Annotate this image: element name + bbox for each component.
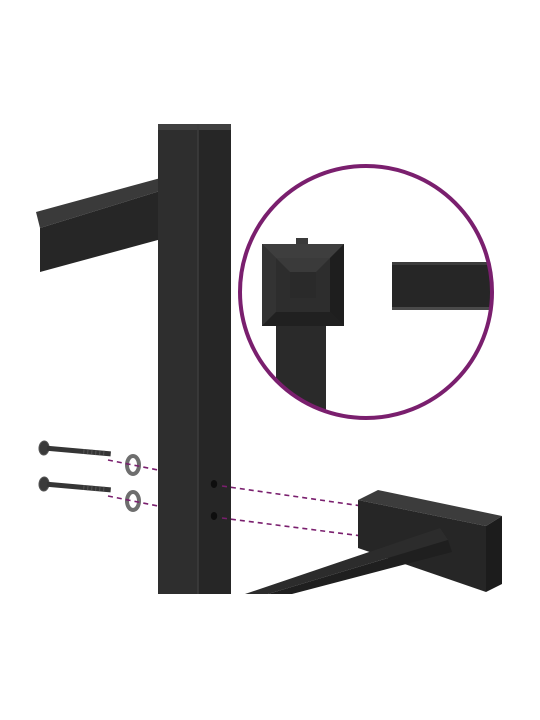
washer-icon xyxy=(125,454,141,476)
bolt-icon xyxy=(38,476,111,493)
bolt-icon xyxy=(38,440,111,457)
post-hole-top xyxy=(210,480,218,488)
lower-side-rail xyxy=(245,490,502,594)
vertical-post xyxy=(158,124,231,594)
alignment-guides xyxy=(107,459,363,537)
post-hole-bottom xyxy=(210,512,218,520)
washer-icon xyxy=(125,490,141,512)
zoom-detail-circle xyxy=(238,164,494,420)
